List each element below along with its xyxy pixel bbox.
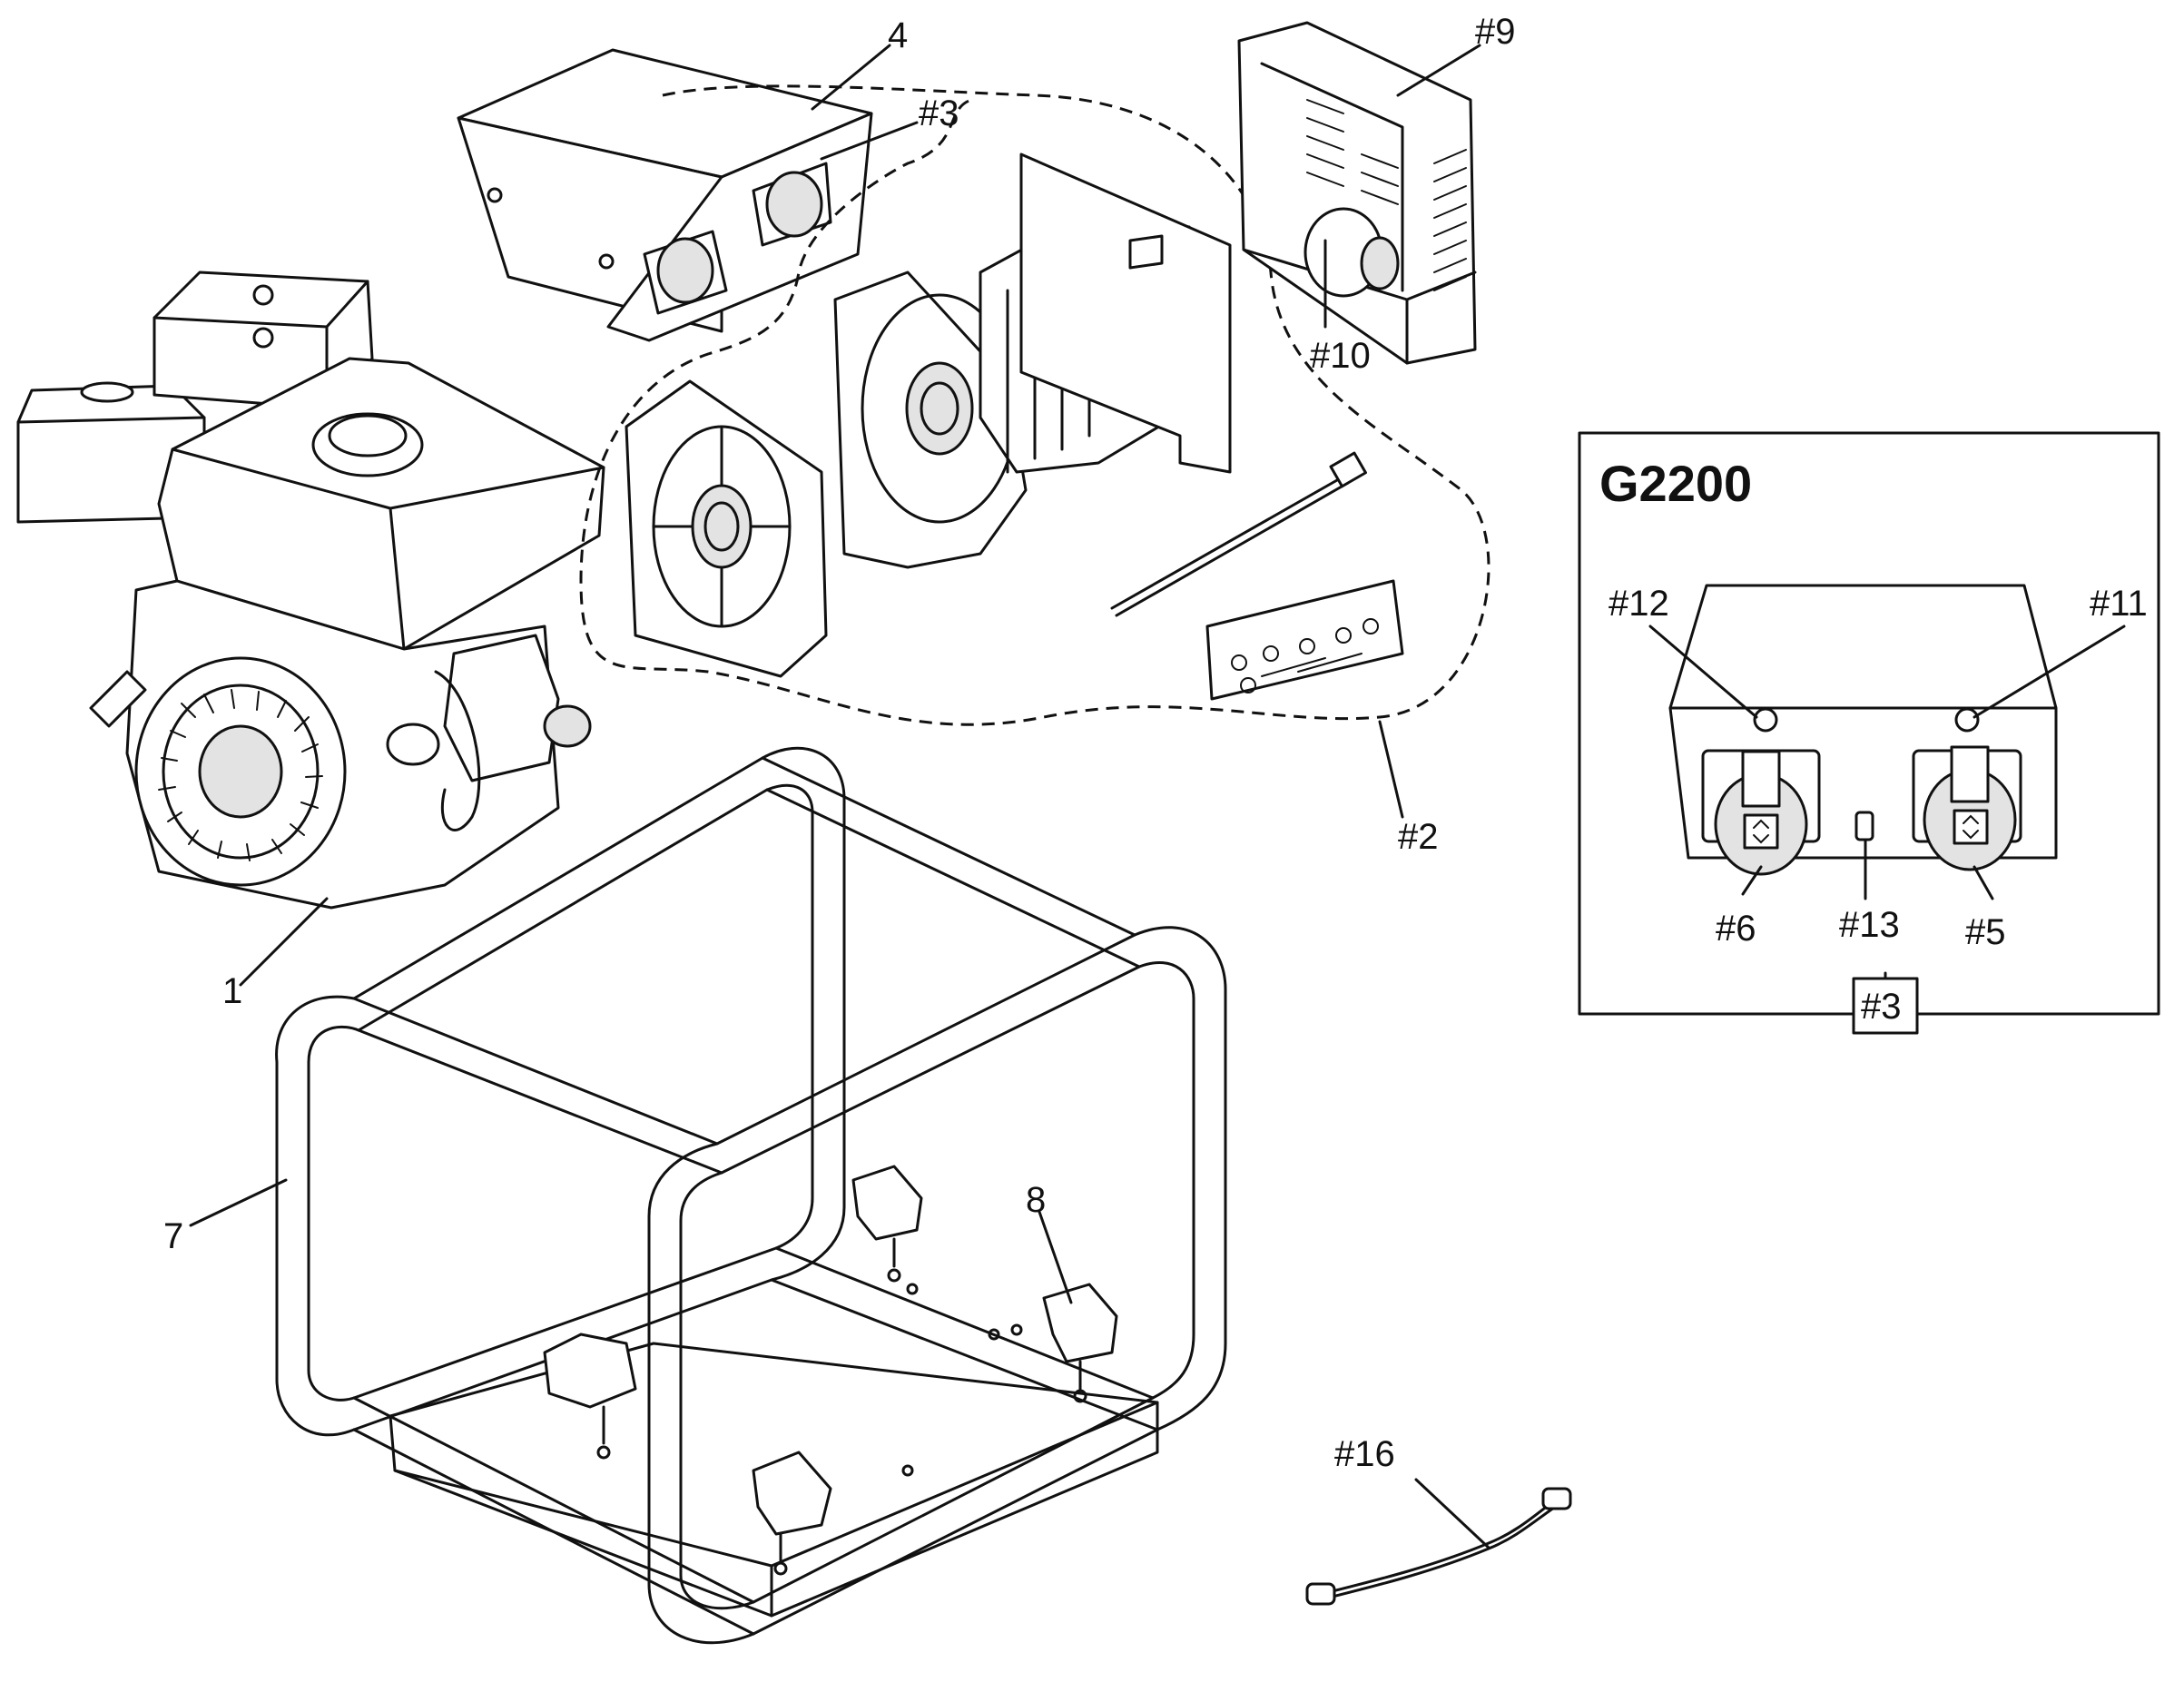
engine — [16, 270, 605, 910]
rubber-mount — [543, 1333, 637, 1460]
label-part-1: 1 — [222, 971, 242, 1011]
label-part-7: 7 — [163, 1216, 183, 1256]
label-part-4: 4 — [888, 15, 908, 55]
alternator-group — [579, 84, 1490, 726]
frame — [275, 746, 1227, 1645]
ground-cable — [1305, 1487, 1572, 1606]
inset-label-6: #6 — [1716, 909, 1756, 949]
rubber-mount — [851, 1165, 923, 1283]
label-part-2: #2 — [1398, 817, 1439, 857]
leader-lines — [189, 44, 1490, 1549]
inset-label-12: #12 — [1608, 584, 1669, 624]
inset-g2200: G2200 #12 #11 #6 #13 #5 — [1578, 431, 2160, 1035]
label-part-16: #16 — [1334, 1434, 1395, 1474]
rubber-mount — [752, 1451, 832, 1576]
inset-tag: #3 — [1861, 987, 1902, 1027]
rubber-mount — [1042, 1283, 1118, 1403]
control-box — [457, 48, 873, 342]
inset-label-11: #11 — [2090, 584, 2148, 624]
rear-cover — [1237, 21, 1477, 365]
label-part-10: #10 — [1310, 336, 1371, 376]
label-part-3: #3 — [919, 93, 959, 133]
inset-label-5: #5 — [1965, 912, 2006, 952]
inset-label-13: #13 — [1839, 905, 1900, 945]
label-part-8: 8 — [1026, 1180, 1046, 1220]
inset-title: G2200 — [1599, 455, 1752, 512]
label-part-9: #9 — [1475, 12, 1516, 52]
